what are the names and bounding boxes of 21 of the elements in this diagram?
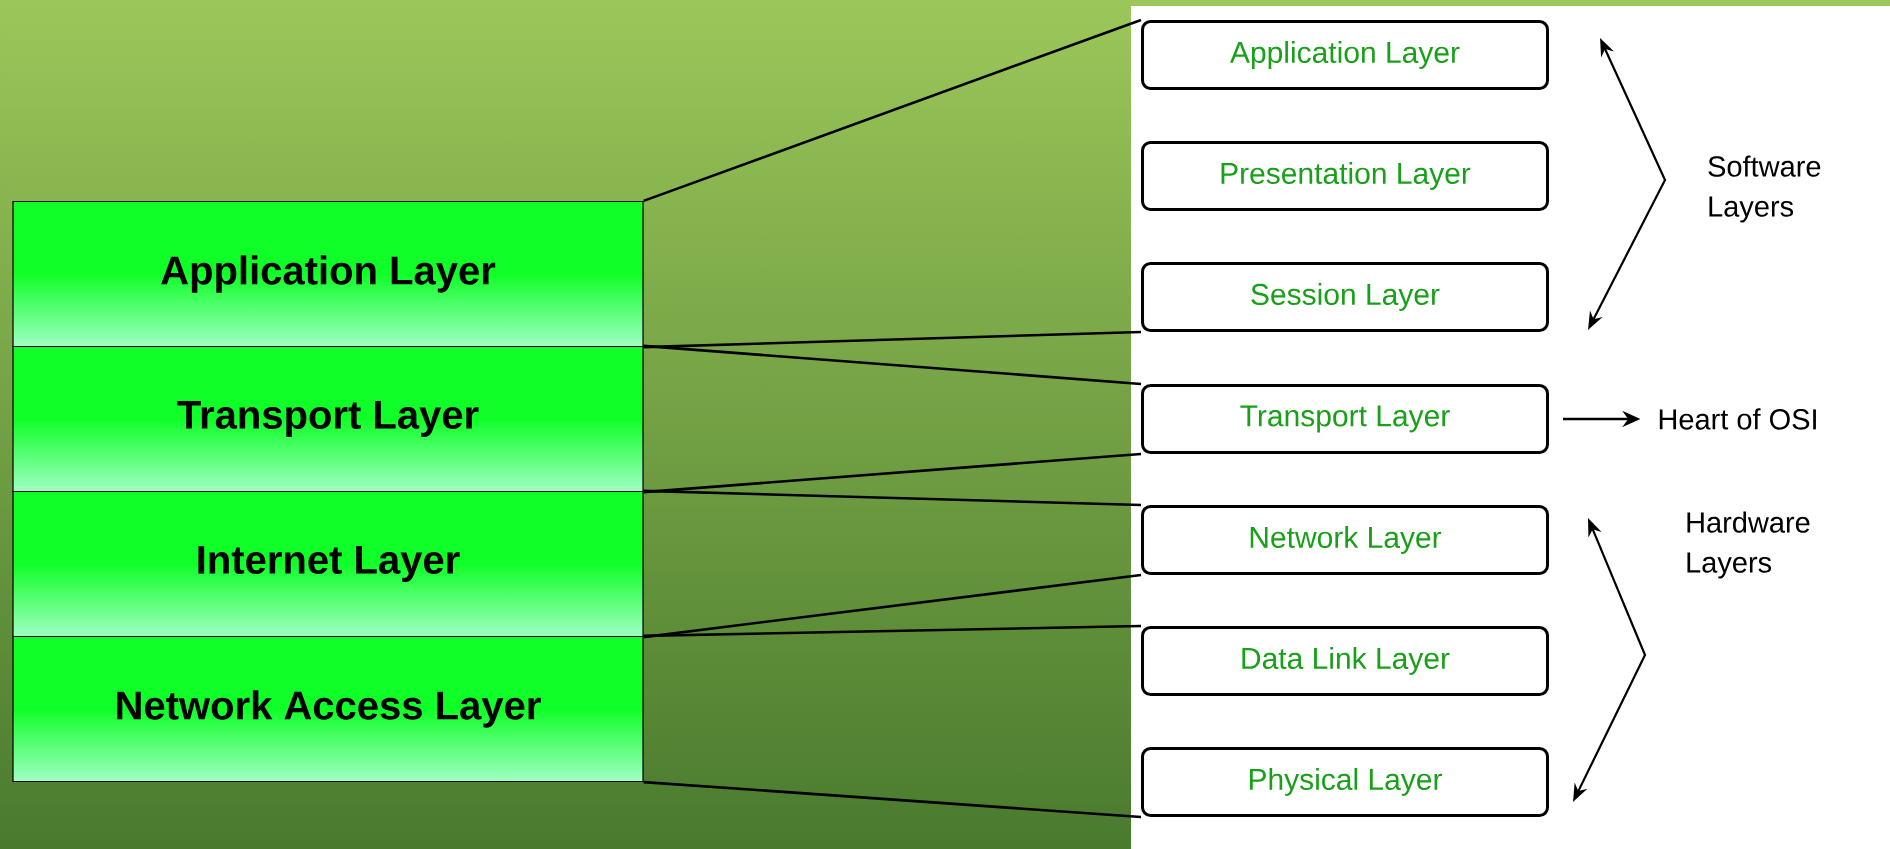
layer-block: Network Access Layer [12, 635, 644, 783]
connector-line [643, 330, 1142, 349]
group-label: Software Layers [1708, 155, 1821, 223]
connector-line [643, 624, 1142, 638]
connector-line [643, 573, 1142, 639]
connector-line [643, 780, 1142, 819]
layer-box: Application Layer [1141, 20, 1549, 90]
layer-box: Session Layer [1141, 262, 1549, 332]
layer-box: Network Layer [1141, 505, 1549, 575]
connector-line [643, 452, 1142, 494]
layer-box: Presentation Layer [1141, 141, 1549, 211]
connector-line [643, 489, 1142, 507]
layer-block: Application Layer [12, 200, 644, 348]
annotation-text: Heart of OSI [1659, 408, 1816, 430]
layer-block: Internet Layer [12, 490, 644, 638]
group-label: Hardware Layers [1687, 511, 1810, 579]
layer-box: Transport Layer [1141, 384, 1549, 454]
layer-box: Physical Layer [1141, 747, 1549, 817]
layer-block: Transport Layer [12, 345, 644, 493]
layer-box: Data Link Layer [1141, 626, 1549, 696]
connector-line [643, 344, 1142, 386]
